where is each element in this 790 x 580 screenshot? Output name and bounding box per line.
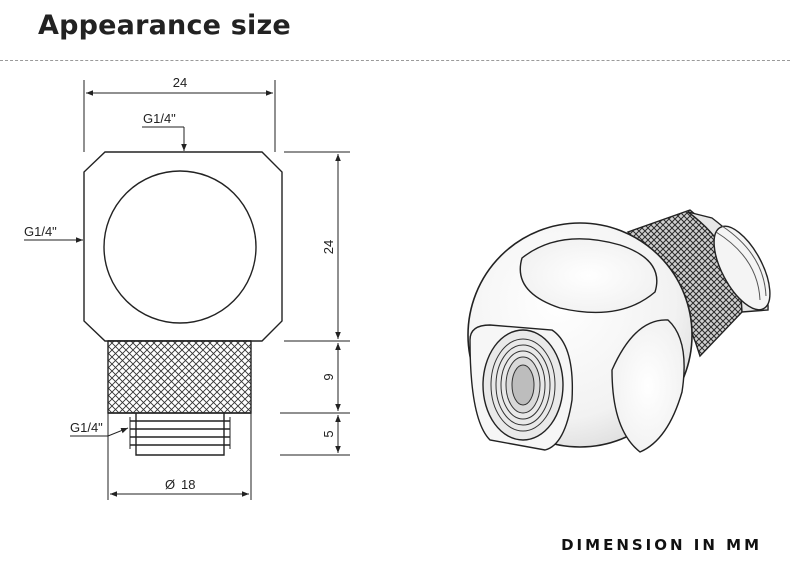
render-knurled-nut xyxy=(626,209,771,358)
front-view xyxy=(83,151,283,456)
dim-top-width-label: 24 xyxy=(173,75,187,90)
dim-body-height-label: 24 xyxy=(321,240,336,254)
render-right-face xyxy=(611,319,685,453)
callout-male-thread-label: G1/4" xyxy=(70,420,103,435)
male-thread-body xyxy=(135,413,225,456)
units-note: DIMENSION IN MM xyxy=(561,536,762,554)
dim-diameter xyxy=(107,413,252,500)
render-top-face xyxy=(519,238,658,314)
title-divider xyxy=(0,60,790,61)
knurled-nut xyxy=(107,340,252,414)
callout-male-thread xyxy=(70,427,129,437)
cube-body-outline xyxy=(83,151,283,342)
callout-side-thread-label: G1/4" xyxy=(24,224,57,239)
dim-diameter-label: 18 xyxy=(181,477,195,492)
dim-top-width xyxy=(83,80,276,152)
product-render xyxy=(467,209,771,453)
page-title: Appearance size xyxy=(38,10,291,41)
dim-diameter-symbol: Ø xyxy=(165,477,175,492)
port-face-circle xyxy=(103,170,257,324)
render-side-port xyxy=(469,324,574,451)
dim-right-verticals xyxy=(280,151,350,456)
callout-top-thread-label: G1/4" xyxy=(143,111,176,126)
dim-male-thread-height-label: 5 xyxy=(321,430,336,437)
dim-knurl-height-label: 9 xyxy=(321,373,336,380)
callout-top-thread xyxy=(142,126,187,151)
